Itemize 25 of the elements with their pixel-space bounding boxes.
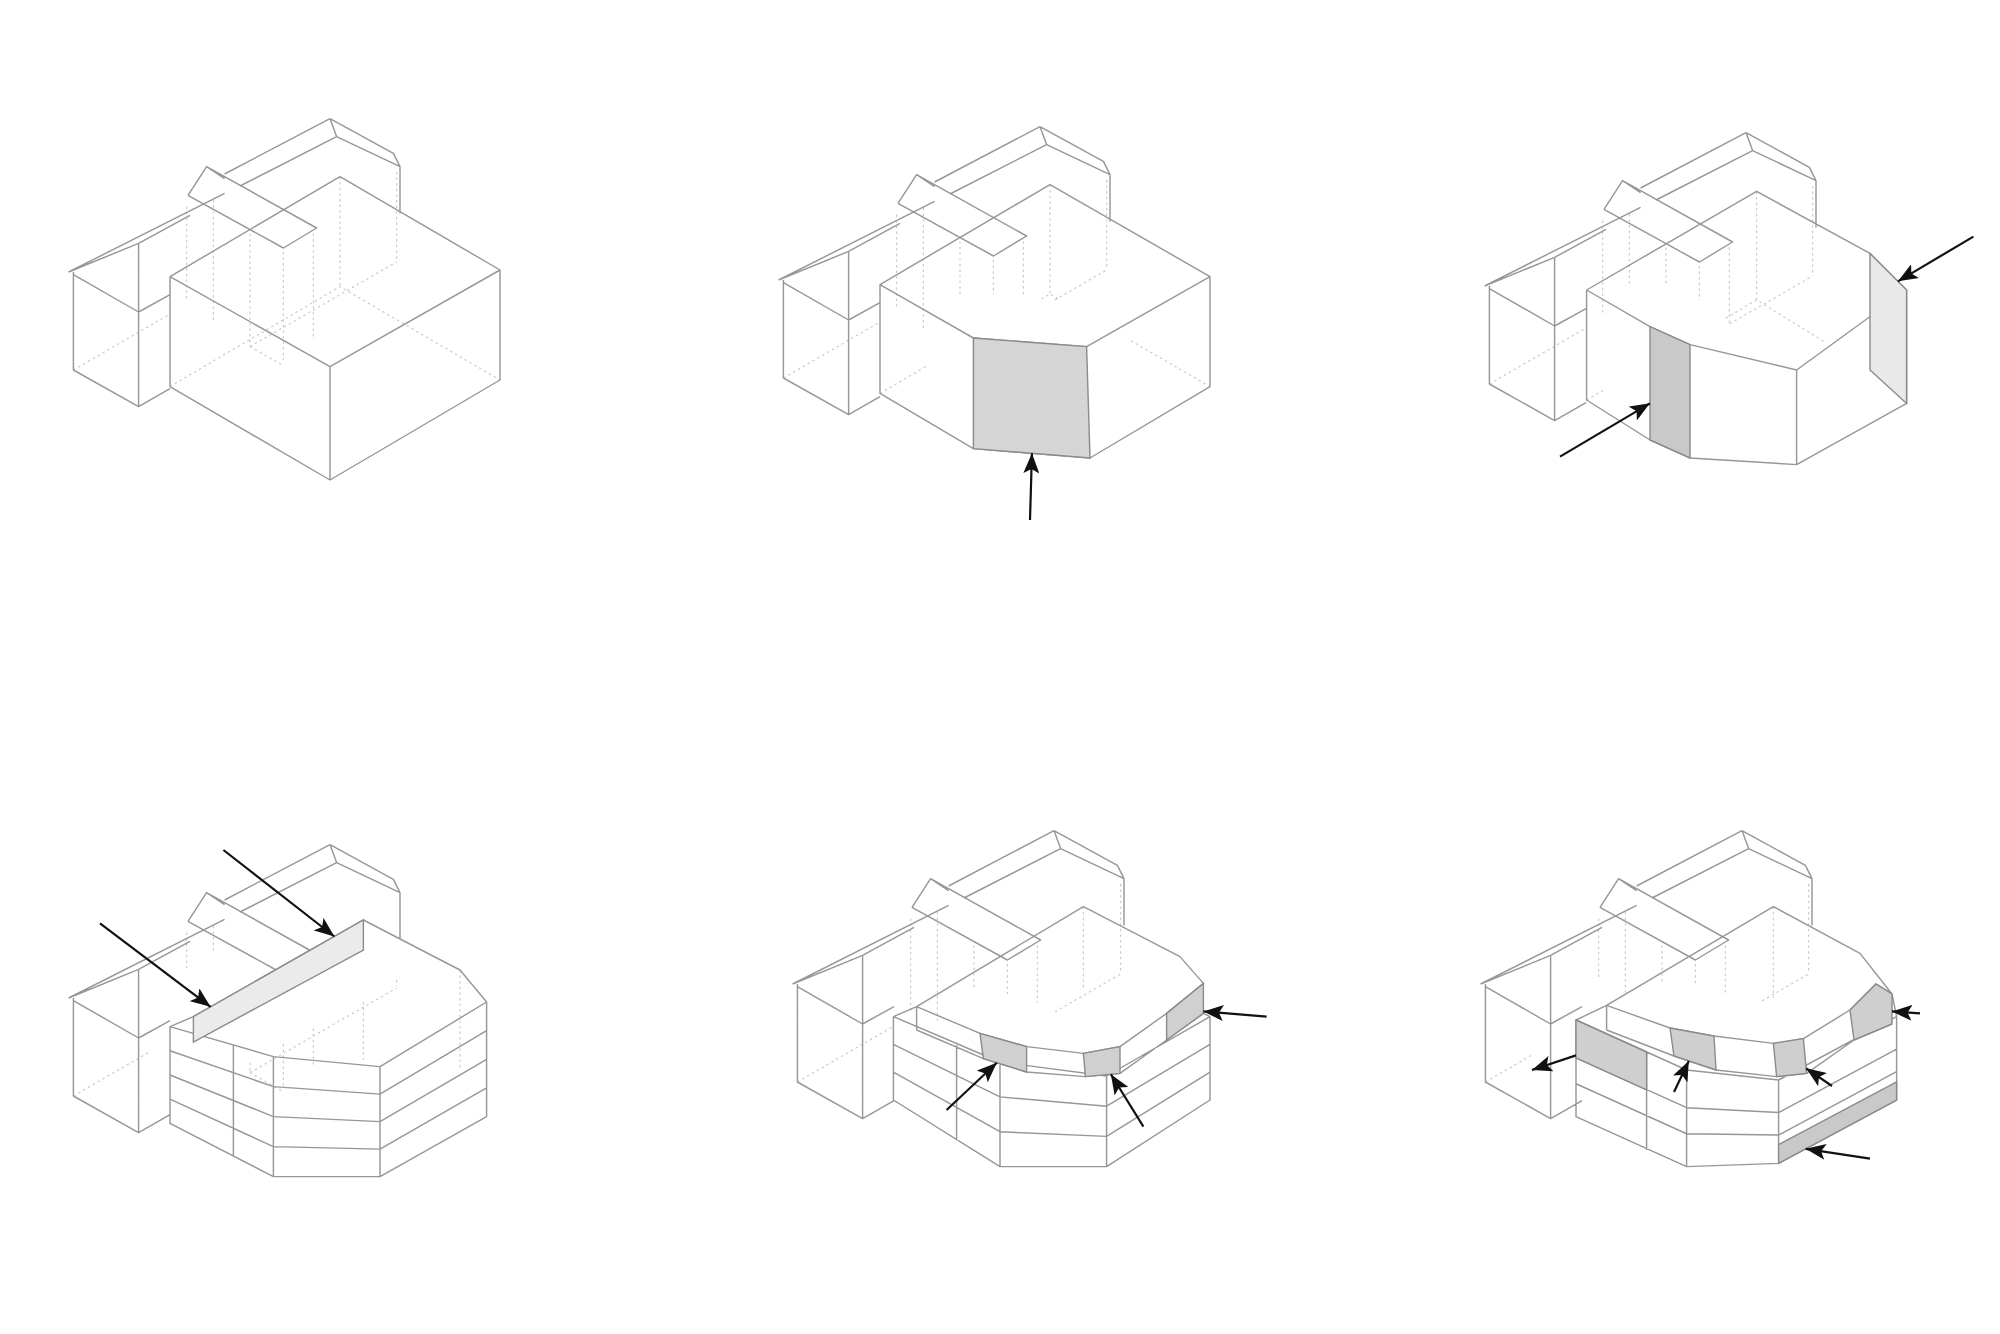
arrow [1109, 1073, 1145, 1128]
shaded-panel [1575, 1018, 1648, 1092]
arrow [1203, 1005, 1267, 1022]
shaded-panel [1772, 1037, 1808, 1078]
arrow [1672, 1060, 1690, 1093]
arrow [1531, 1054, 1577, 1072]
shaded-panel [972, 337, 1091, 459]
arrow [1891, 1004, 1921, 1021]
arrow [222, 849, 336, 938]
shaded-strip [192, 918, 365, 1044]
shaded-panel [1849, 983, 1893, 1041]
arrow [1023, 453, 1040, 521]
shaded-panel [1869, 251, 1908, 405]
shaded-panel [1082, 1045, 1121, 1078]
arrow [1805, 1067, 1833, 1087]
shaded-panel [1649, 325, 1691, 460]
shaded-panel [1165, 981, 1205, 1042]
shaded-strip [1777, 1080, 1898, 1165]
arrow [1805, 1143, 1871, 1160]
arrow [945, 1061, 998, 1111]
arrow [1897, 235, 1974, 283]
shaded-panel [979, 1032, 1028, 1073]
shaded-panel [1669, 1027, 1717, 1071]
arrow [1559, 402, 1651, 458]
arrow [99, 922, 212, 1008]
